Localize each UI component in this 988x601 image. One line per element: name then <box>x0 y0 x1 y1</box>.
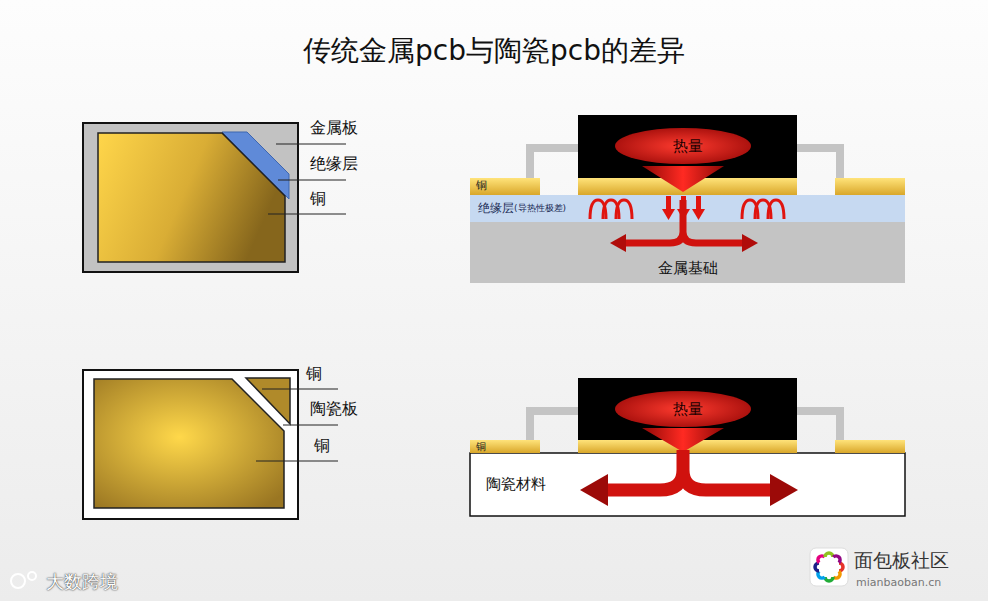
ceramic-pcb <box>83 370 338 519</box>
node-text: 绝缘层 <box>478 202 514 215</box>
metal-base: 金属基础 <box>470 222 905 283</box>
logo-mark <box>810 548 848 586</box>
part-name: 铜 <box>306 365 322 383</box>
part-name: 铜 <box>314 437 330 455</box>
chip: 热量 <box>578 378 797 440</box>
watermark-icon <box>11 572 36 588</box>
node-text: 金属基础 <box>658 260 718 277</box>
node-text: (导热性极差) <box>514 204 566 214</box>
node-text: 铜 <box>476 441 486 452</box>
part-name: 铜 <box>310 190 326 208</box>
node-text: 热量 <box>673 138 703 155</box>
copper-pad: 铜 <box>470 440 540 453</box>
chip: 热量 <box>578 115 797 178</box>
watermark: mianbaoban.cn <box>856 577 941 589</box>
ceramic-cross-section <box>470 378 905 516</box>
title: 传统金属pcb与陶瓷pcb的差异 <box>0 32 988 70</box>
metal-pcb <box>83 123 346 272</box>
watermark: 大数跨境 <box>46 572 118 592</box>
node-text: 陶瓷材料 <box>486 476 546 493</box>
part-name: 绝缘层 <box>310 155 358 173</box>
metal-cross-section <box>470 115 905 283</box>
part-name: 金属板 <box>310 119 358 137</box>
insulation-layer: 绝缘层(导热性极差) <box>470 195 905 222</box>
watermark: 面包板社区 <box>854 550 949 571</box>
node-text: 铜 <box>476 180 487 192</box>
copper-pad: 铜 <box>470 178 540 195</box>
ceramic-material: 陶瓷材料 <box>470 453 905 516</box>
node-text: 热量 <box>673 401 703 418</box>
part-name: 陶瓷板 <box>310 400 358 418</box>
